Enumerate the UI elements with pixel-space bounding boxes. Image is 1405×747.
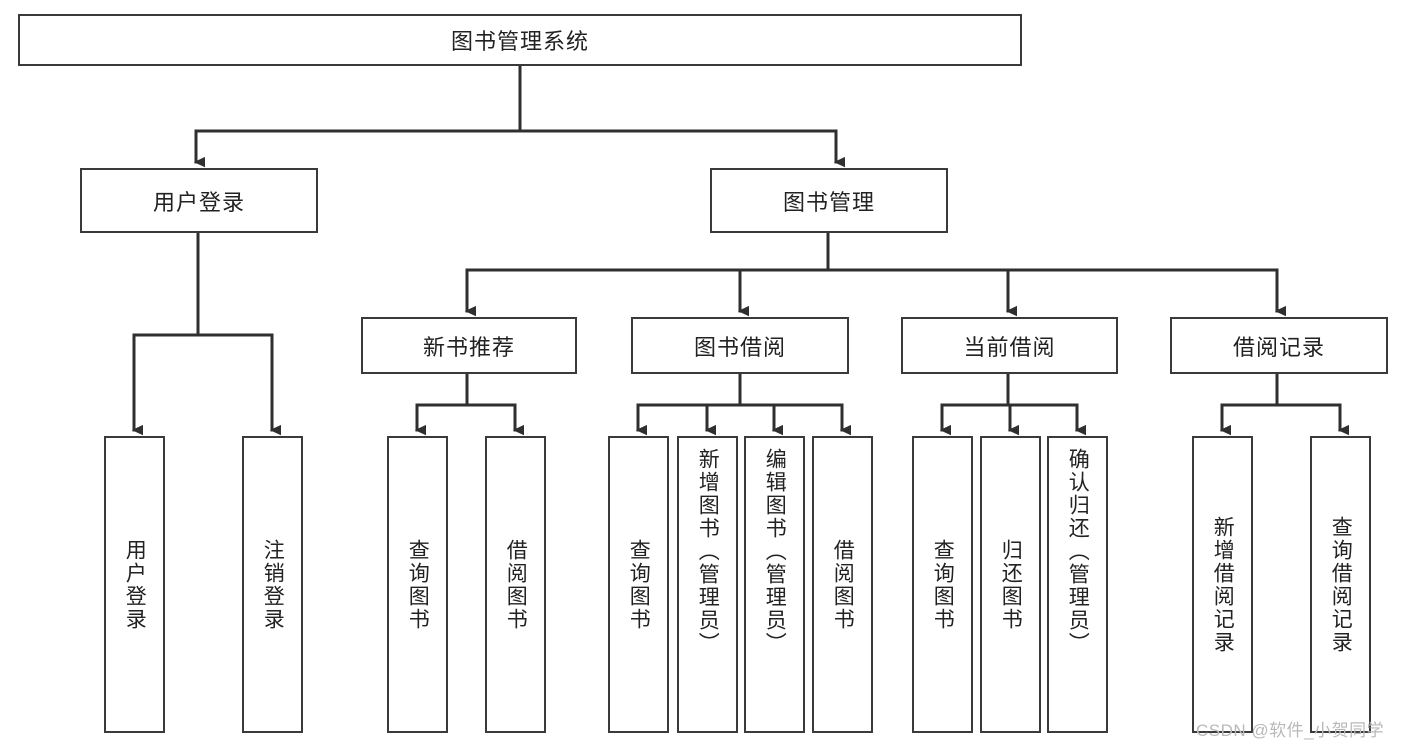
leaf-label: 查询借阅记录: [1329, 515, 1353, 654]
leaf-borrow-record-add[interactable]: 新增借阅记录: [1192, 436, 1253, 733]
node-book-borrow[interactable]: 图书借阅: [631, 317, 849, 374]
node-borrow-record[interactable]: 借阅记录: [1170, 317, 1388, 374]
node-borrow-record-label: 借阅记录: [1232, 334, 1325, 360]
leaf-label: 借阅图书: [504, 538, 528, 631]
leaf-label: 新增借阅记录: [1211, 515, 1235, 654]
node-current-borrow-label: 当前借阅: [963, 334, 1056, 360]
leaf-user-login-login[interactable]: 用户登录: [104, 436, 165, 733]
leaf-label: 确认归还（管理员）: [1066, 448, 1090, 655]
node-book-management[interactable]: 图书管理: [710, 168, 948, 233]
leaf-label: 新增图书（管理员）: [696, 448, 720, 655]
leaf-label: 查询图书: [931, 538, 955, 631]
leaf-book-borrow-edit[interactable]: 编辑图书（管理员）: [744, 436, 805, 733]
leaf-current-borrow-query[interactable]: 查询图书: [912, 436, 973, 733]
leaf-current-borrow-return[interactable]: 归还图书: [980, 436, 1041, 733]
leaf-new-book-query[interactable]: 查询图书: [387, 436, 448, 733]
leaf-label: 归还图书: [999, 538, 1023, 631]
leaf-book-borrow-query[interactable]: 查询图书: [608, 436, 669, 733]
leaf-current-borrow-confirm[interactable]: 确认归还（管理员）: [1047, 436, 1108, 733]
node-user-login-label: 用户登录: [152, 189, 245, 215]
node-root[interactable]: 图书管理系统: [18, 14, 1022, 66]
node-user-login[interactable]: 用户登录: [80, 168, 318, 233]
node-book-management-label: 图书管理: [782, 189, 875, 215]
leaf-label: 查询图书: [406, 538, 430, 631]
leaf-new-book-borrow[interactable]: 借阅图书: [485, 436, 546, 733]
leaf-book-borrow-borrow[interactable]: 借阅图书: [812, 436, 873, 733]
csdn-watermark: CSDN @软件_小贺同学: [1196, 721, 1385, 740]
node-root-label: 图书管理系统: [450, 29, 589, 54]
leaf-borrow-record-query[interactable]: 查询借阅记录: [1310, 436, 1371, 733]
leaf-label: 查询图书: [627, 538, 651, 631]
leaf-label: 用户登录: [123, 538, 147, 631]
node-new-book-recommend[interactable]: 新书推荐: [361, 317, 577, 374]
leaf-book-borrow-add[interactable]: 新增图书（管理员）: [677, 436, 738, 733]
node-book-borrow-label: 图书借阅: [693, 334, 786, 360]
leaf-label: 编辑图书（管理员）: [763, 448, 787, 655]
leaf-user-login-logout[interactable]: 注销登录: [242, 436, 303, 733]
node-new-book-recommend-label: 新书推荐: [422, 334, 515, 360]
leaf-label: 借阅图书: [831, 538, 855, 631]
leaf-label: 注销登录: [261, 538, 285, 631]
node-current-borrow[interactable]: 当前借阅: [901, 317, 1118, 374]
